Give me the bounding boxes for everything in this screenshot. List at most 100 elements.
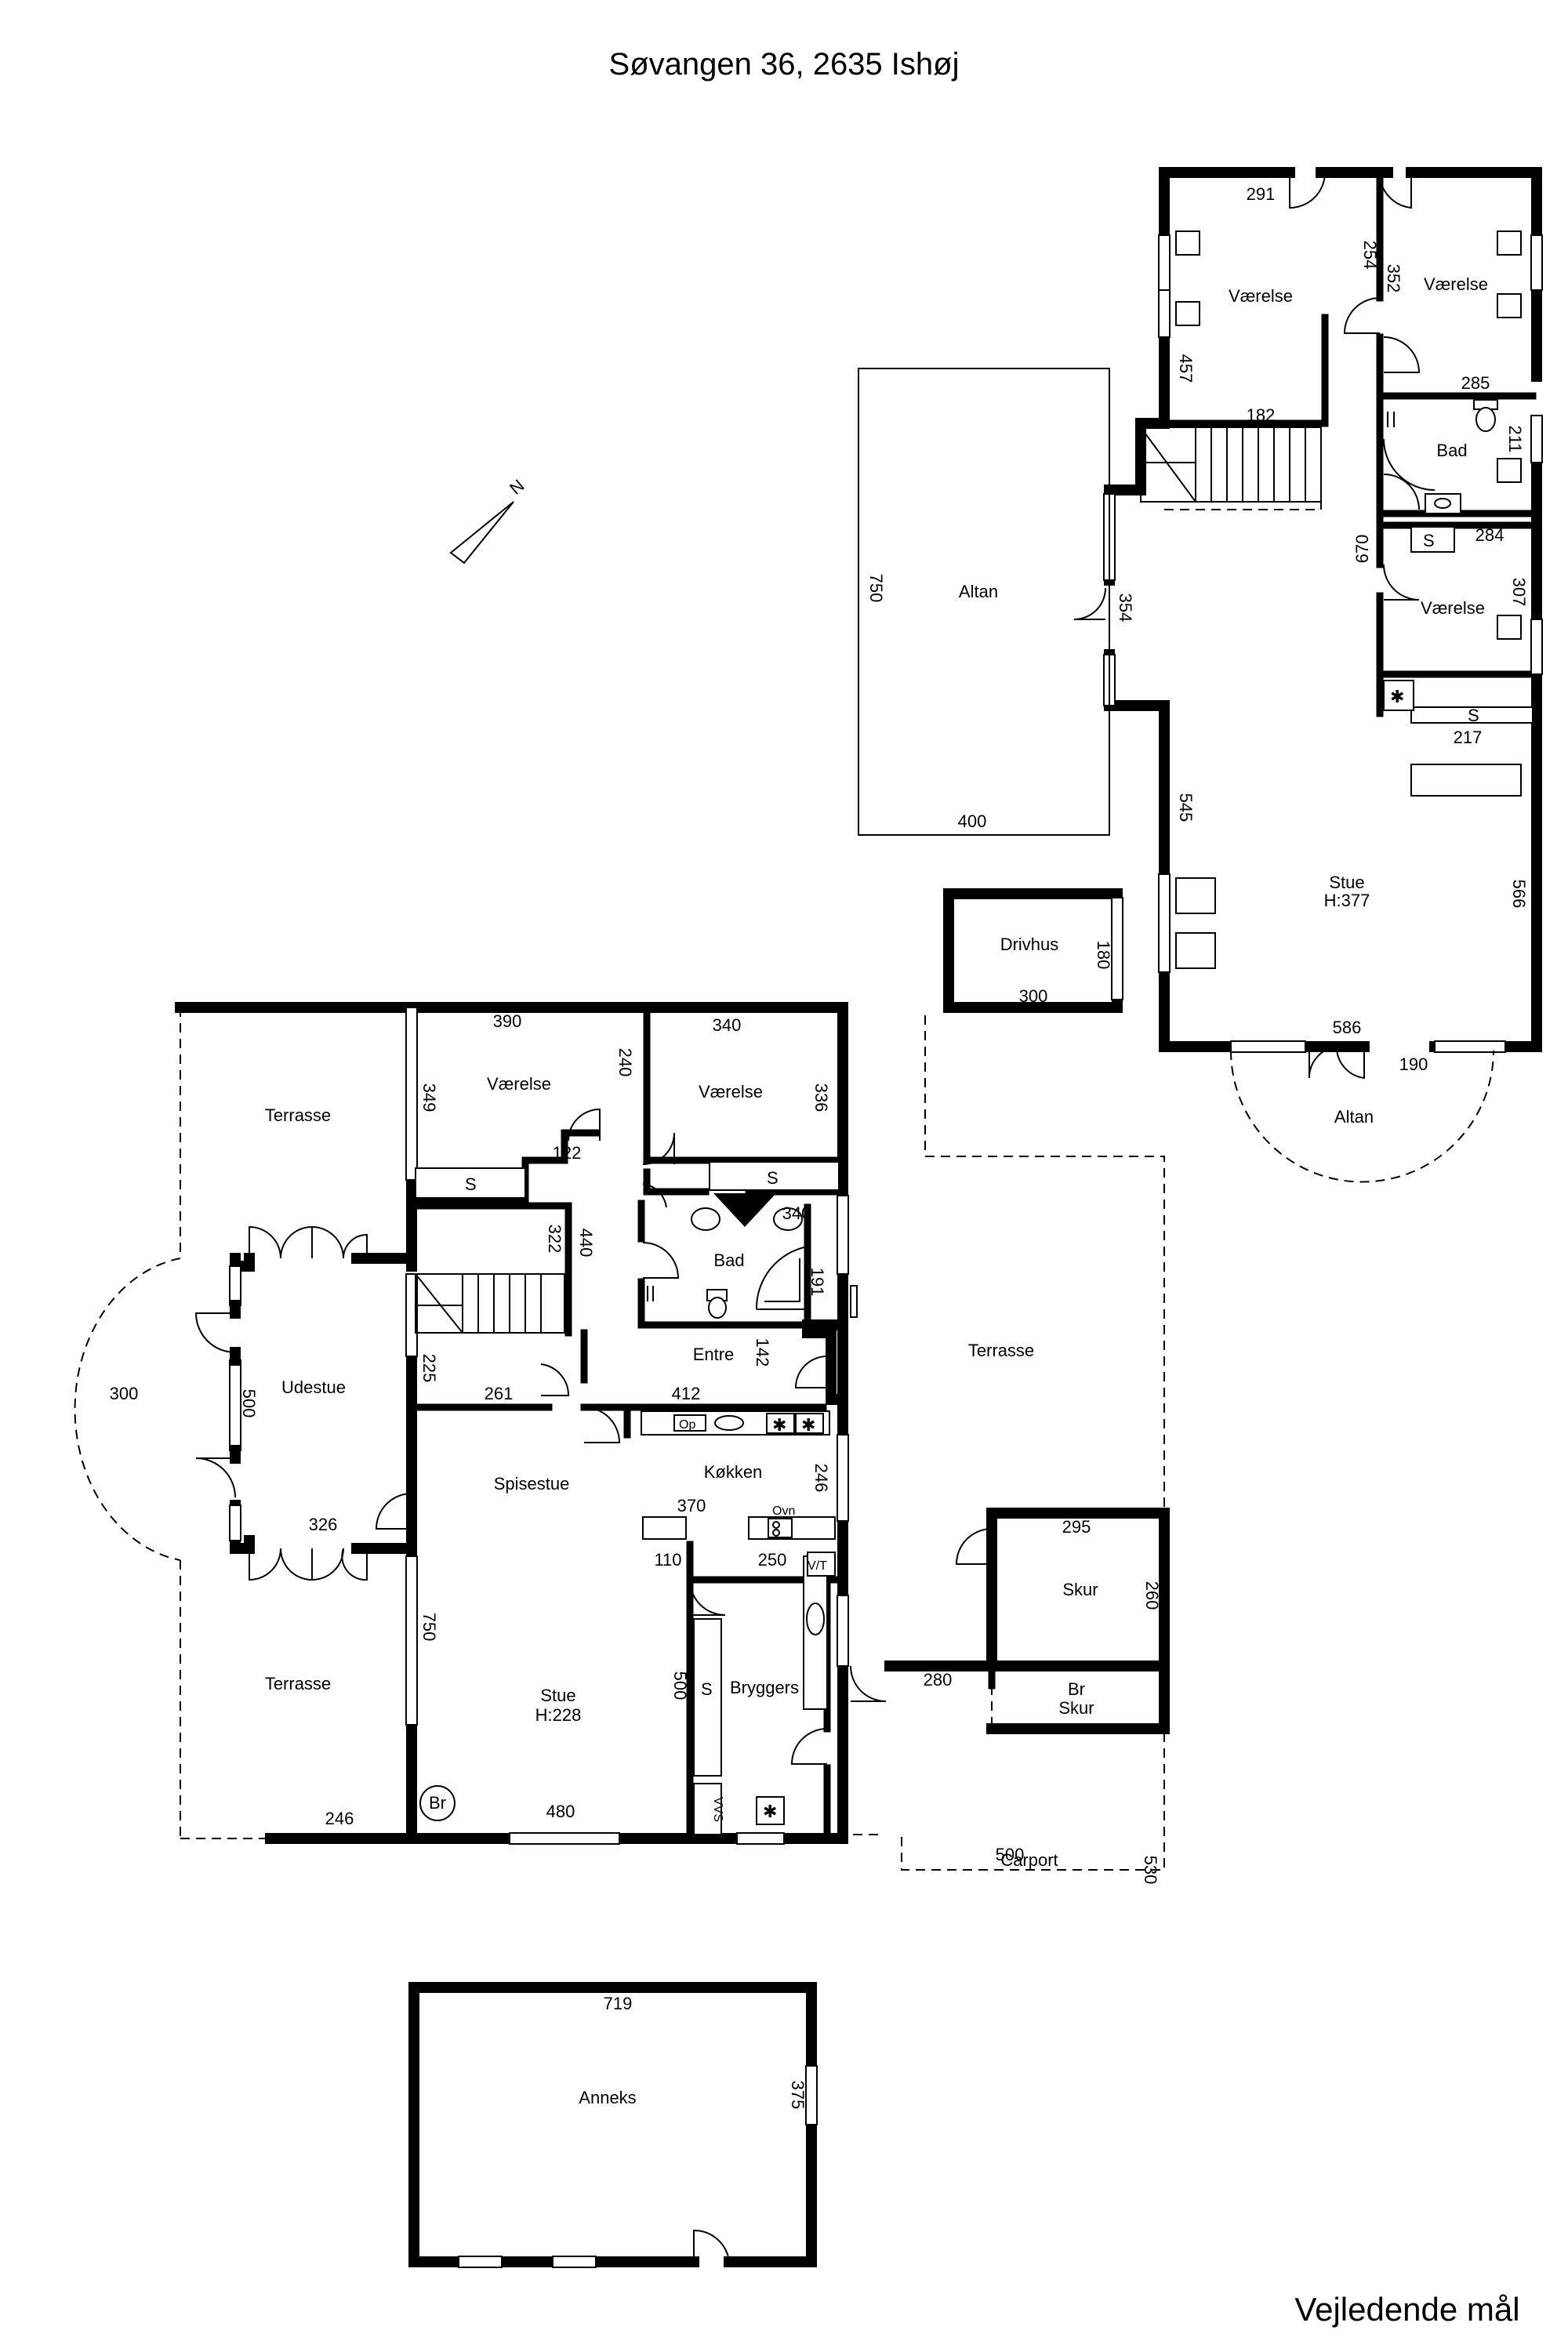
room-label: Entre	[693, 1345, 735, 1364]
shower-icon	[755, 1245, 808, 1310]
dimension-label: Ovn	[772, 1504, 795, 1518]
drivhus: Drivhus 180 300	[943, 888, 1123, 1013]
room-label: Værelse	[1229, 286, 1293, 306]
dimension-label: 246	[325, 1809, 354, 1828]
fixture-box	[1497, 458, 1522, 483]
room-label: Bryggers	[730, 1678, 799, 1697]
dimension-label: 280	[924, 1670, 953, 1690]
dimension-label: 336	[811, 1083, 831, 1112]
window	[1158, 234, 1171, 291]
wardrobe	[709, 1161, 840, 1191]
dimension-label: 211	[1505, 425, 1525, 452]
wardrobe	[1410, 706, 1534, 724]
fixture-box	[1497, 293, 1522, 318]
room-label: Værelse	[699, 1082, 763, 1102]
dimension-label: S	[767, 1168, 779, 1188]
dimension-label: 217	[1454, 728, 1483, 747]
dimension-label: ✱	[763, 1802, 777, 1821]
room-label: Stue	[1329, 873, 1364, 892]
room-label: Værelse	[1421, 598, 1485, 618]
dimension-label: 349	[419, 1083, 439, 1112]
dimension-label: 719	[604, 1994, 633, 2013]
dimension-label: 340	[782, 1203, 811, 1223]
dimension-label: 750	[866, 574, 886, 603]
door	[1383, 438, 1436, 491]
dimension-label: 300	[1019, 986, 1048, 1006]
window	[1434, 1040, 1506, 1053]
dimension-label: 400	[958, 811, 987, 831]
lower-building: S S Op ✱ ✱ Ovn S V/T VV	[74, 1002, 887, 1845]
stove-icon	[795, 1413, 824, 1434]
fixture-box	[1410, 764, 1522, 797]
dimension-label: 122	[553, 1143, 582, 1163]
dimension-label: N	[506, 475, 528, 498]
door	[1289, 172, 1326, 209]
footer-note: Vejledende mål	[1294, 2291, 1519, 2328]
dimension-label: 307	[1509, 578, 1529, 607]
dimension-label: ✱	[1390, 687, 1404, 706]
room-label: Terrasse	[265, 1674, 331, 1693]
wardrobe	[693, 1618, 722, 1777]
dimension-label: S	[1468, 706, 1479, 725]
dimension-label: ✱	[801, 1415, 815, 1435]
dimension-label: 370	[677, 1496, 706, 1515]
dimension-label: 354	[1116, 593, 1135, 622]
vvs-unit	[693, 1783, 722, 1835]
dimension-label: 440	[576, 1229, 596, 1258]
dimension-label: 530	[1141, 1856, 1160, 1885]
fixture-box	[1175, 932, 1216, 969]
washer-dryer	[807, 1552, 836, 1577]
corner-sink-icon	[713, 1193, 776, 1227]
fixture-box	[1175, 230, 1200, 256]
dimension-label: V/T	[808, 1559, 827, 1573]
dimension-label: 500	[670, 1671, 690, 1700]
dimension-label: S	[465, 1174, 477, 1194]
dimension-label: 254	[1360, 241, 1380, 270]
wardrobe	[415, 1167, 526, 1199]
room-label: Terrasse	[968, 1341, 1034, 1360]
window	[1530, 234, 1543, 291]
dimension-label: 390	[493, 1011, 522, 1031]
window	[1530, 619, 1543, 675]
dimension-label: 190	[1399, 1054, 1428, 1074]
dimension-label: 261	[485, 1384, 514, 1403]
room-label: Altan	[1334, 1107, 1374, 1127]
dimension-label: 412	[672, 1384, 701, 1403]
dimension-label: 250	[758, 1550, 787, 1570]
door	[1343, 297, 1381, 334]
window	[1530, 415, 1543, 463]
fixture-box	[1497, 230, 1522, 256]
room-label: Køkken	[704, 1462, 763, 1482]
altan-left	[858, 368, 1110, 836]
page-title: Søvangen 36, 2635 Ishøj	[609, 47, 960, 82]
dimension-label: 670	[1352, 535, 1372, 564]
dimension-label: 284	[1475, 525, 1504, 545]
dimension-label: 500	[996, 1845, 1025, 1864]
room-label: H:228	[535, 1705, 582, 1725]
dimension-label: 295	[1062, 1517, 1091, 1537]
dimension-label: Drivhus	[1000, 935, 1059, 954]
dimension-label: 500	[239, 1389, 259, 1418]
room-label: Bad	[1436, 441, 1467, 460]
wardrobe	[1410, 526, 1455, 553]
dimension-label: 246	[811, 1464, 831, 1493]
dimension-label: S	[1423, 531, 1435, 550]
dimension-label: 340	[713, 1015, 742, 1035]
dimension-label: 182	[1247, 405, 1276, 425]
dimension-label: Op	[679, 1418, 695, 1432]
room-label: Stue	[540, 1686, 575, 1705]
dimension-label: 260	[1142, 1581, 1162, 1610]
fireplace-icon	[419, 1785, 456, 1821]
door	[1383, 474, 1420, 510]
oven-icon	[768, 1518, 793, 1538]
door	[1383, 336, 1421, 373]
dimension-label: 291	[1247, 184, 1276, 204]
room-label: Carport	[1000, 1850, 1058, 1870]
dimension-label: 240	[615, 1048, 635, 1077]
dimension-label: ✱	[772, 1415, 786, 1435]
dimension-label: S	[701, 1679, 713, 1699]
door	[1308, 1045, 1365, 1080]
kitchen-counter	[642, 1516, 687, 1540]
dimension-label: 142	[753, 1338, 772, 1367]
dimension-label: VVS	[711, 1797, 724, 1822]
